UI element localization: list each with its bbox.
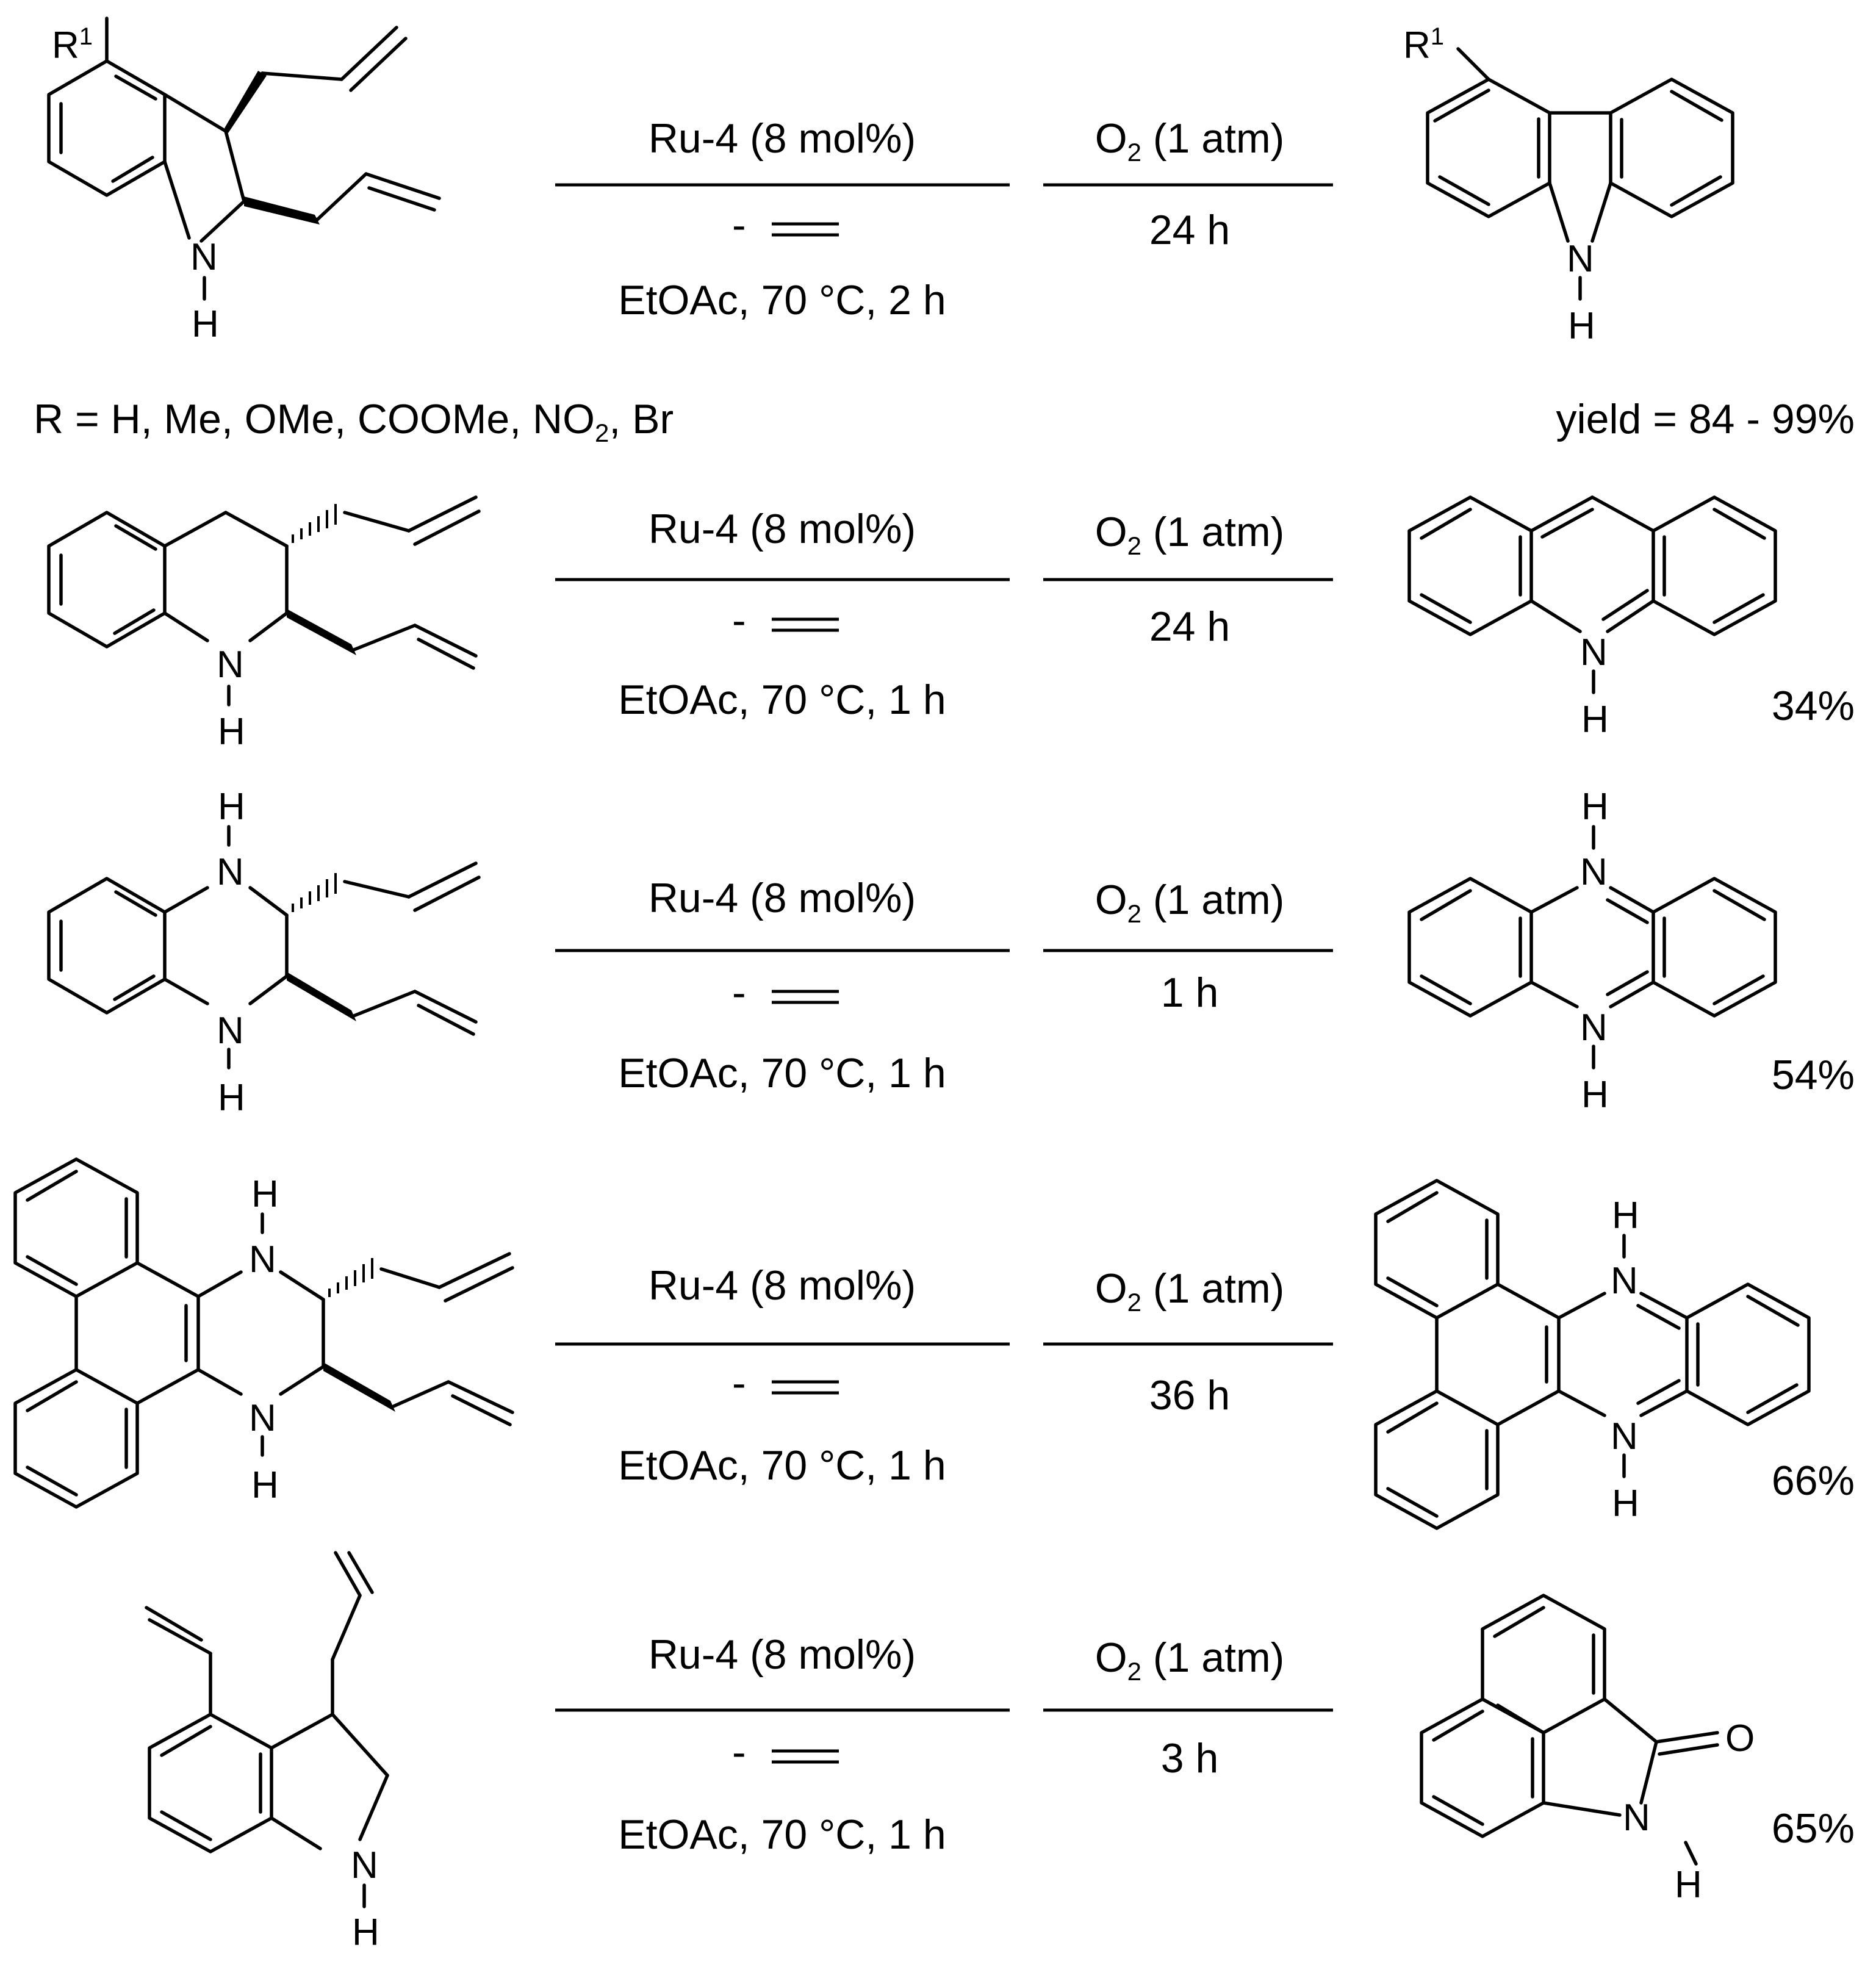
yield-label: 65% [1772,1805,1855,1852]
ethylene-byproduct: - [732,1729,746,1775]
hydrogen-atom: H [251,1173,279,1215]
reactant-5-structure: N H [145,1551,389,1954]
reactant-4-structure: H N N H [13,1157,514,1509]
nitrogen-atom: N [1623,1797,1650,1839]
nitrogen-atom: N [190,236,218,278]
nitrogen-atom: N [351,1844,378,1886]
hydrogen-atom: H [1675,1864,1702,1906]
product-3-structure: H N N H [1407,786,1777,1116]
nitrogen-atom: N [1580,631,1608,674]
hydrogen-atom: H [251,1464,279,1506]
product-2-structure: N H [1407,495,1777,741]
nitrogen-atom: N [217,851,244,893]
product-1-structure: R1 N H [1403,23,1734,347]
nitrogen-atom: N [1611,1260,1638,1302]
oxygen-atom: O [1725,1717,1755,1760]
ethylene-byproduct: - [732,969,746,1016]
hydrogen-atom: H [1581,786,1609,828]
nitrogen-atom: N [249,1397,276,1439]
oxygen-reagent: O2 (1 atm) [1095,115,1285,167]
solvent-conditions: EtOAc, 70 °C, 1 h [618,677,946,723]
ethylene-byproduct: - [732,1360,746,1406]
oxygen-reagent: O2 (1 atm) [1095,1265,1285,1317]
conditions-step2: O2 (1 atm) 1 h [1043,877,1334,1016]
nitrogen-atom: N [217,644,244,686]
hydrogen-atom: H [218,1077,245,1119]
conditions-step1: Ru-4 (8 mol%) - EtOAc, 70 °C, 1 h [555,875,1010,1096]
nitrogen-atom: N [217,1010,244,1052]
nitrogen-atom: N [1567,238,1594,280]
substituent-note: R = H, Me, OMe, COOMe, NO2, Br [34,396,674,447]
catalyst-label: Ru-4 (8 mol%) [649,1262,916,1309]
hydrogen-atom: H [218,786,245,828]
oxygen-reagent: O2 (1 atm) [1095,1634,1285,1686]
r1-label: R1 [52,23,93,67]
hydrogen-atom: H [1612,1483,1639,1525]
reaction-5: N H Ru-4 (8 mol%) - EtOAc, 70 °C, 1 h O2… [145,1551,1855,1954]
reaction-2: N H Ru-4 (8 mol%) - EtOAc, 70 °C, 1 h O2… [47,495,1855,753]
product-5-structure: O N H [1420,1594,1755,1906]
time-label: 3 h [1161,1735,1219,1781]
hydrogen-atom: H [1581,1074,1609,1116]
catalyst-label: Ru-4 (8 mol%) [649,506,916,552]
oxygen-reagent: O2 (1 atm) [1095,877,1285,928]
solvent-conditions: EtOAc, 70 °C, 2 h [618,277,946,323]
reaction-1: R1 N H Ru-4 (8 mol%) - EtOAc, 70 °C, 2 h… [34,16,1855,447]
nitrogen-atom: N [1580,1007,1608,1049]
yield-label: 66% [1772,1458,1855,1504]
oxygen-reagent: O2 (1 atm) [1095,509,1285,560]
hydrogen-atom: H [352,1911,379,1954]
reactant-3-structure: H N N H [47,786,481,1119]
r1-label: R1 [1403,23,1444,67]
conditions-step1: Ru-4 (8 mol%) - EtOAc, 70 °C, 1 h [555,1262,1010,1489]
catalyst-label: Ru-4 (8 mol%) [649,115,916,162]
time-label: 1 h [1161,969,1219,1016]
hydrogen-atom: H [192,303,219,345]
reactant-1-structure: R1 N H [47,16,441,345]
solvent-conditions: EtOAc, 70 °C, 1 h [618,1050,946,1096]
conditions-step2: O2 (1 atm) 24 h [1043,509,1334,650]
yield-label: yield = 84 - 99% [1556,396,1855,442]
solvent-conditions: EtOAc, 70 °C, 1 h [618,1442,946,1489]
conditions-step2: O2 (1 atm) 36 h [1043,1265,1334,1418]
ethylene-byproduct: - [732,202,746,248]
hydrogen-atom: H [1568,305,1595,347]
reaction-4: H N N H Ru-4 (8 mol%) - EtOAc, 70 °C, 1 … [13,1157,1855,1530]
conditions-step2: O2 (1 atm) 24 h [1043,115,1334,253]
catalyst-label: Ru-4 (8 mol%) [649,1631,916,1678]
time-label: 24 h [1149,207,1230,253]
yield-label: 34% [1772,683,1855,729]
hydrogen-atom: H [1581,699,1609,741]
nitrogen-atom: N [1580,851,1608,893]
nitrogen-atom: N [249,1239,276,1281]
reactant-2-structure: N H [47,495,481,753]
yield-label: 54% [1772,1052,1855,1098]
product-4-structure: H N N H [1374,1179,1811,1530]
solvent-conditions: EtOAc, 70 °C, 1 h [618,1811,946,1858]
time-label: 24 h [1149,603,1230,650]
conditions-step2: O2 (1 atm) 3 h [1043,1634,1334,1781]
conditions-step1: Ru-4 (8 mol%) - EtOAc, 70 °C, 1 h [555,506,1010,723]
ethylene-byproduct: - [732,597,746,644]
nitrogen-atom: N [1611,1415,1638,1458]
hydrogen-atom: H [1612,1195,1639,1237]
catalyst-label: Ru-4 (8 mol%) [649,875,916,921]
reaction-3: H N N H Ru-4 (8 mol%) - EtOAc, 70 °C, 1 … [47,786,1855,1119]
conditions-step1: Ru-4 (8 mol%) - EtOAc, 70 °C, 1 h [555,1631,1010,1858]
hydrogen-atom: H [218,711,245,753]
conditions-step1: Ru-4 (8 mol%) - EtOAc, 70 °C, 2 h [555,115,1010,323]
time-label: 36 h [1149,1372,1230,1418]
